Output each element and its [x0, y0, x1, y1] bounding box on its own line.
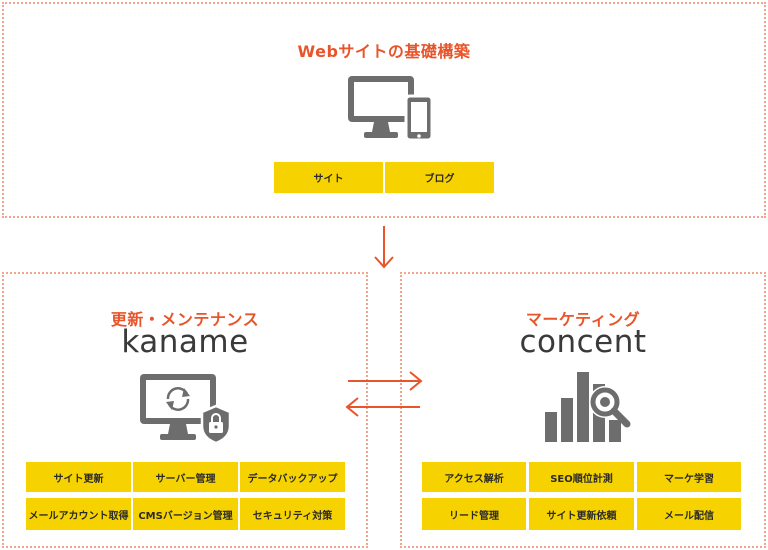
chip-site: サイト: [274, 162, 383, 193]
left-panel-title: 更新・メンテナンス: [110, 310, 260, 329]
chip-marketing-learning: マーケ学習: [637, 462, 741, 492]
chip-server-management: サーバー管理: [133, 462, 238, 492]
chip-seo-ranking: SEO順位計測: [529, 462, 634, 492]
chip-blog: ブログ: [385, 162, 494, 193]
chip-mail-delivery: メール配信: [637, 498, 741, 530]
concent-logo: concent: [519, 324, 647, 360]
bar-chart-search-icon: [545, 372, 631, 442]
chip-security: セキュリティ対策: [240, 498, 345, 530]
chip-data-backup: データバックアップ: [240, 462, 345, 492]
chip-site-update: サイト更新: [26, 462, 131, 492]
chip-cms-version: CMSバージョン管理: [133, 498, 238, 530]
chip-access-analysis: アクセス解析: [422, 462, 526, 492]
kaname-logo: kaname: [121, 324, 249, 360]
chip-site-update-request: サイト更新依頼: [529, 498, 634, 530]
exchange-arrows: [345, 371, 423, 417]
desktop-and-phone-icon: [348, 76, 434, 142]
top-panel-title: Webサイトの基礎構築: [297, 42, 471, 61]
left-panel: 更新・メンテナンス kaname サイト更新 サーバー管理 データバックアップ …: [2, 272, 368, 548]
chip-mail-account: メールアカウント取得: [26, 498, 131, 530]
chip-lead-management: リード管理: [422, 498, 526, 530]
top-panel: Webサイトの基礎構築 サイト ブログ: [2, 2, 766, 218]
right-panel-title: マーケティング: [525, 310, 641, 329]
down-arrow: [374, 226, 394, 269]
monitor-sync-lock-icon: [140, 374, 232, 445]
right-panel: マーケティング concent アクセス解析 SEO順位計測 マーケ学習 リード…: [400, 272, 766, 548]
